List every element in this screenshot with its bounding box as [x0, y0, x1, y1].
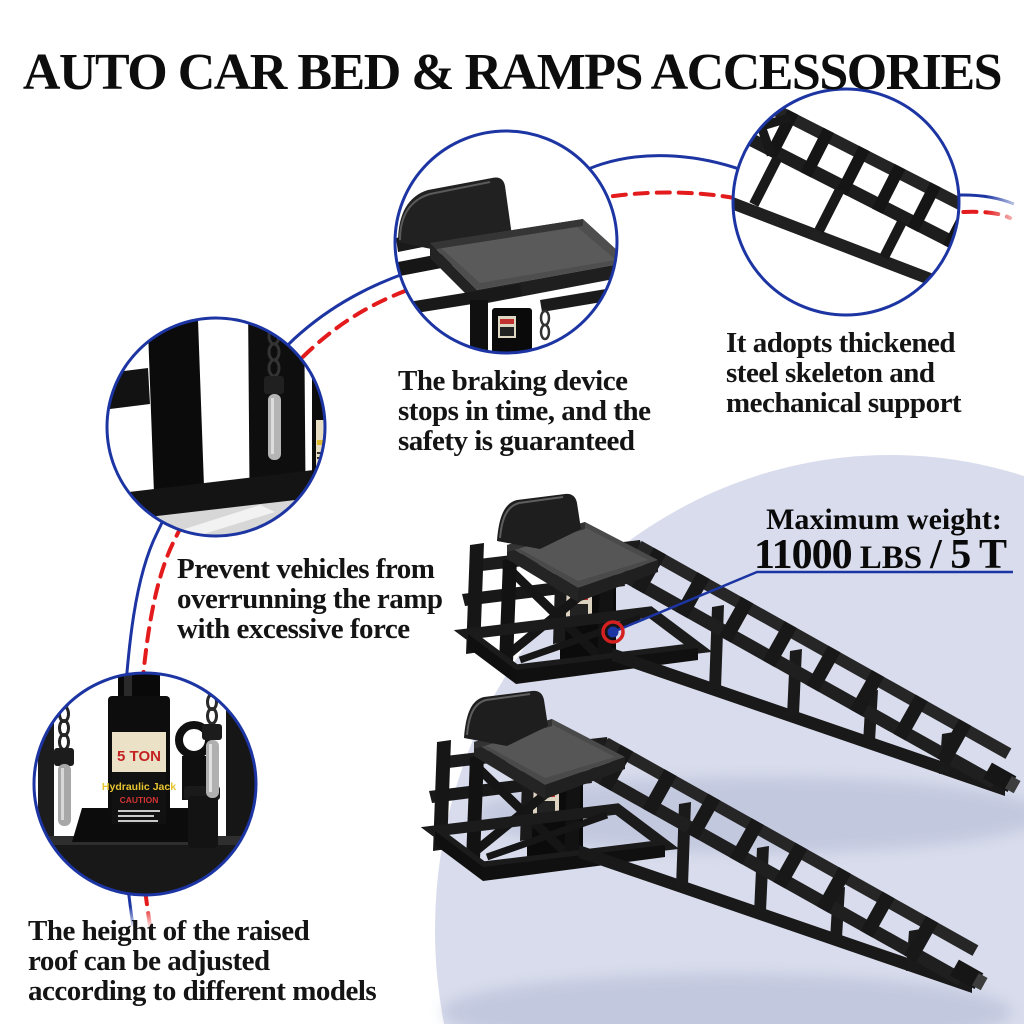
caption-line: Prevent vehicles from	[177, 553, 435, 585]
weight-leader-line	[612, 570, 1013, 634]
max-weight-tons: / 5 T	[930, 532, 1007, 578]
caption-adjustable-height: The height of the raised roof can be adj…	[28, 915, 438, 1008]
caption-line: It adopts thickened	[726, 327, 956, 359]
jack-brand-label: Hydraulic Jack	[102, 781, 176, 793]
callout-circle-braking-device	[393, 129, 619, 355]
page-title: AUTO CAR BED & RAMPS ACCESSORIES	[22, 43, 1003, 101]
jack-caution-label: CAUTION	[120, 795, 159, 805]
callout-circle-hydraulic-jack: 5 TON Hydraulic Jack CAUTION	[32, 671, 258, 897]
caption-line: according to different models	[28, 975, 377, 1008]
caption-braking-device: The braking device stops in time, and th…	[398, 365, 738, 458]
jack-capacity-label: 5 TON	[117, 748, 161, 765]
product-ramp	[453, 493, 1024, 853]
caption-overrun-prevention: Prevent vehicles from overrunning the ra…	[177, 553, 497, 646]
caption-line: The height of the raised	[28, 915, 310, 947]
caption-line: steel skeleton and	[726, 357, 935, 390]
caption-line: with excessive force	[177, 613, 410, 646]
caption-line: roof can be adjusted	[28, 945, 270, 978]
caption-line: mechanical support	[726, 387, 962, 420]
caption-line: safety is guaranteed	[398, 425, 635, 458]
caption-line: overrunning the ramp	[177, 583, 443, 616]
caption-steel-skeleton: It adopts thickened steel skeleton and m…	[726, 327, 1024, 420]
line-fade-right	[986, 178, 1024, 230]
callout-circle-steel-skeleton	[731, 87, 961, 317]
max-weight-unit: LBS	[859, 540, 923, 576]
max-weight-label: Maximum weight:	[766, 503, 1002, 536]
line-fade-bottom	[118, 906, 166, 930]
caption-line: The braking device	[398, 365, 628, 397]
target-marker-icon	[601, 620, 625, 644]
max-weight-number: 11000	[754, 532, 853, 578]
caption-line: stops in time, and the	[398, 395, 651, 428]
